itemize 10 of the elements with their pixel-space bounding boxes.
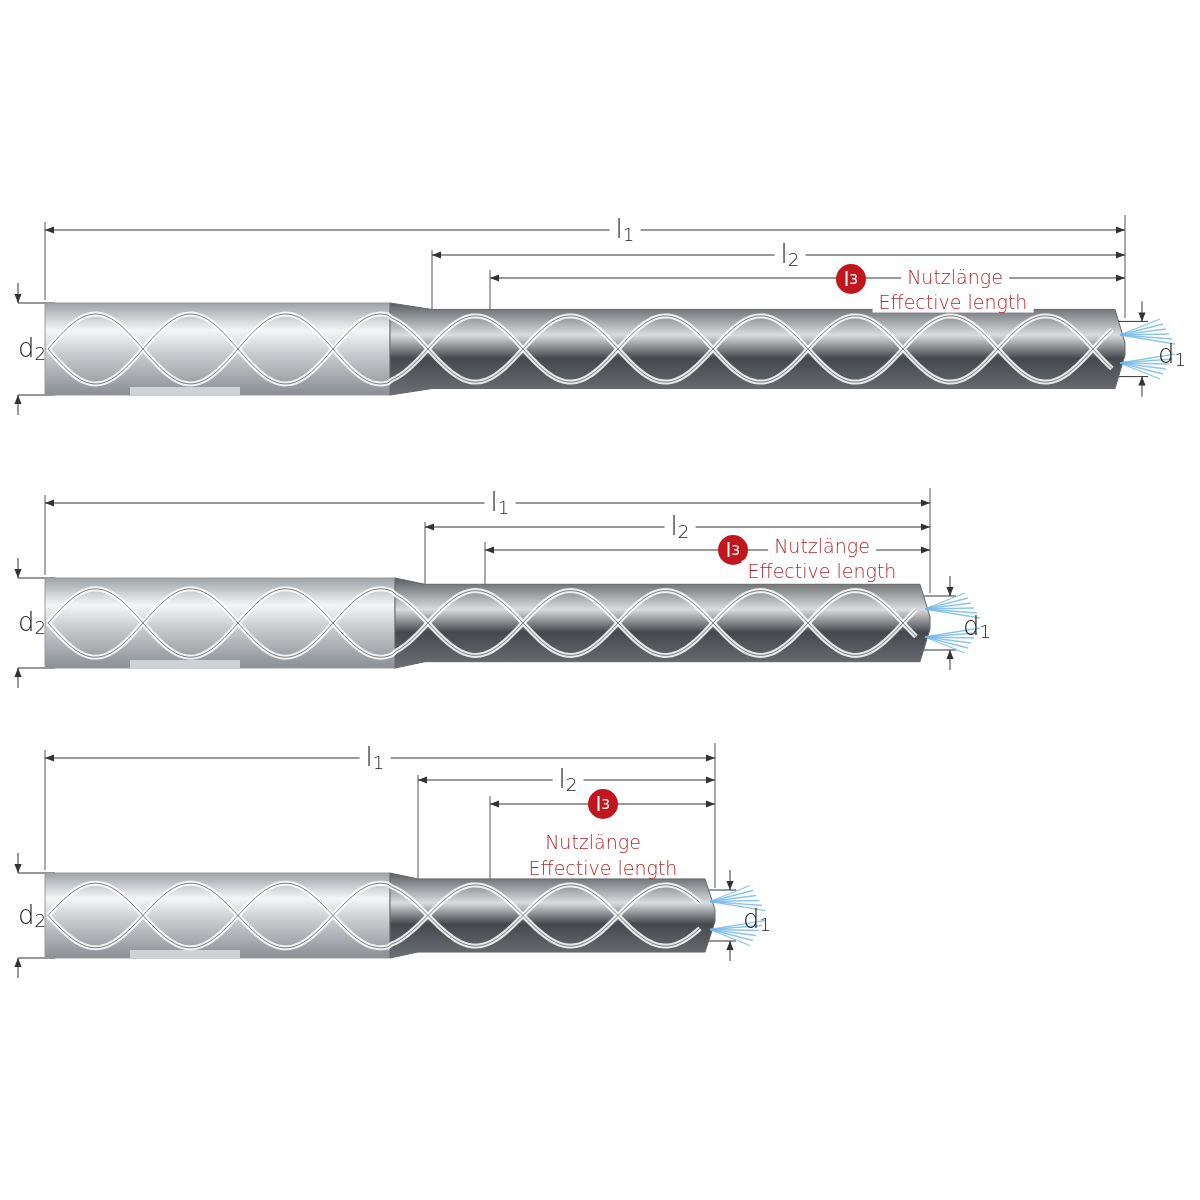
dimension-note: Effective length xyxy=(527,857,679,879)
dimension-label: d$_{2}$ xyxy=(16,900,48,931)
dimension-label: d$_{1}$ xyxy=(961,612,993,642)
dimension-note: Nutzlänge xyxy=(901,266,1009,288)
dimension-label: d$_{1}$ xyxy=(1156,340,1188,370)
dimension-label: d$_{2}$ xyxy=(16,608,48,638)
dimension-note: Nutzlänge xyxy=(768,535,876,557)
dimension-label: d$_{2}$ xyxy=(16,334,48,364)
dimension-label: d$_{1}$ xyxy=(741,905,773,935)
dimension-note: Effective length xyxy=(872,291,1034,313)
